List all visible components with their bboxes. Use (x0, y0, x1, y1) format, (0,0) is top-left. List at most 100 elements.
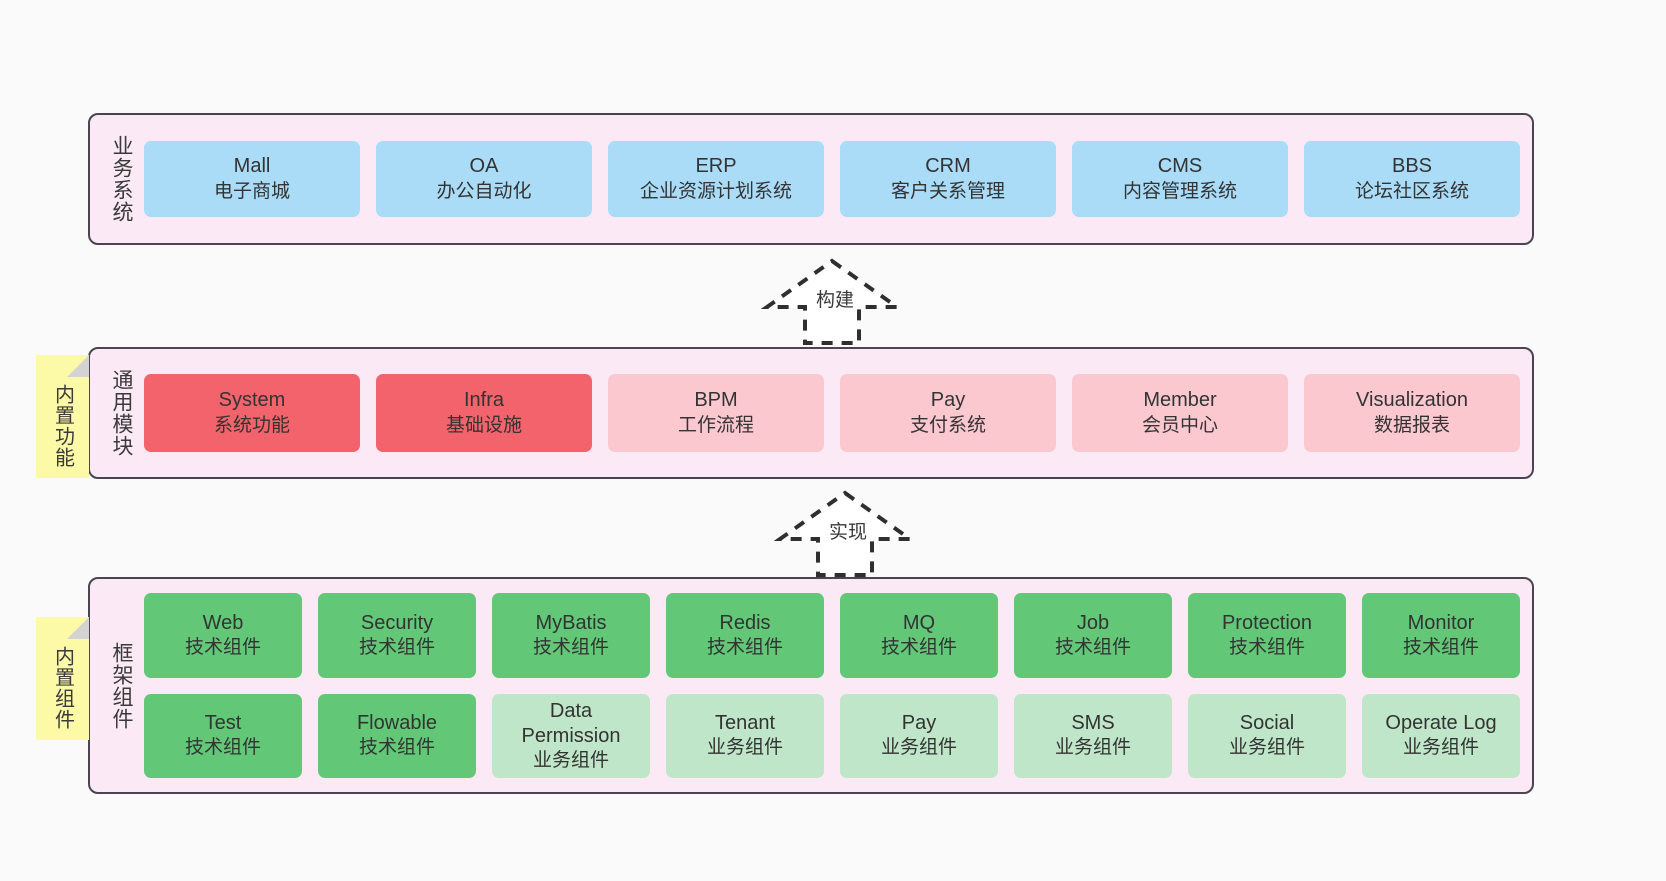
note-builtin-components: 内置组件 (36, 617, 89, 740)
card-member[interactable]: Member 会员中心 (1072, 374, 1288, 452)
card-visualization-cn: 数据报表 (1373, 414, 1450, 436)
card-bpm[interactable]: BPM 工作流程 (608, 374, 824, 452)
card-pay-module-cn: 支付系统 (909, 414, 986, 436)
layer-framework-components-body: Web 技术组件 Security 技术组件 MyBatis 技术组件 Redi… (138, 579, 1532, 792)
card-oa[interactable]: OA 办公自动化 (376, 141, 592, 217)
card-security-en: Security (360, 611, 434, 634)
card-erp-en: ERP (695, 155, 737, 178)
card-mq-en: MQ (902, 611, 936, 634)
card-redis-en: Redis (719, 611, 771, 634)
card-protection-cn: 技术组件 (1228, 636, 1305, 658)
card-mybatis-en: MyBatis (535, 611, 607, 634)
card-test-cn: 技术组件 (184, 737, 261, 759)
layer-business-systems[interactable]: 业务系统 Mall 电子商城 OA 办公自动化 ERP 企业资源计划系统 CRM… (88, 113, 1534, 245)
framework-row-tech: Web 技术组件 Security 技术组件 MyBatis 技术组件 Redi… (144, 593, 1520, 678)
card-bpm-en: BPM (694, 389, 738, 412)
arrow-implement: 实现 (770, 487, 920, 577)
card-bbs[interactable]: BBS 论坛社区系统 (1304, 141, 1520, 217)
note-fold-icon (67, 617, 89, 639)
card-redis[interactable]: Redis 技术组件 (666, 593, 824, 678)
card-infra-en: Infra (463, 389, 505, 412)
layer-common-modules[interactable]: 通用模块 System 系统功能 Infra 基础设施 BPM 工作流程 Pay… (88, 347, 1534, 479)
card-mall-en: Mall (233, 155, 271, 178)
layer-framework-components[interactable]: 框架组件 Web 技术组件 Security 技术组件 MyBatis 技术组件… (88, 577, 1534, 794)
layer-common-modules-body: System 系统功能 Infra 基础设施 BPM 工作流程 Pay 支付系统… (138, 349, 1532, 477)
card-erp-cn: 企业资源计划系统 (639, 180, 792, 202)
card-member-en: Member (1143, 389, 1217, 412)
card-visualization-en: Visualization (1356, 389, 1468, 412)
card-crm-en: CRM (925, 155, 971, 178)
business-row: Mall 电子商城 OA 办公自动化 ERP 企业资源计划系统 CRM 客户关系… (144, 141, 1520, 217)
card-operate-log-cn: 业务组件 (1402, 737, 1479, 759)
card-pay-module[interactable]: Pay 支付系统 (840, 374, 1056, 452)
card-job[interactable]: Job 技术组件 (1014, 593, 1172, 678)
note-builtin-features-text: 内置功能 (51, 383, 74, 468)
layer-business-systems-title: 业务系统 (110, 135, 133, 223)
card-pay-component-en: Pay (901, 712, 937, 735)
card-oa-cn: 办公自动化 (436, 180, 532, 202)
card-job-cn: 技术组件 (1054, 636, 1131, 658)
card-monitor-en: Monitor (1407, 611, 1475, 634)
common-row: System 系统功能 Infra 基础设施 BPM 工作流程 Pay 支付系统… (144, 374, 1520, 452)
card-social[interactable]: Social 业务组件 (1188, 693, 1346, 778)
card-visualization[interactable]: Visualization 数据报表 (1304, 374, 1520, 452)
card-flowable-cn: 技术组件 (358, 737, 435, 759)
card-web[interactable]: Web 技术组件 (144, 593, 302, 678)
note-builtin-features: 内置功能 (36, 355, 89, 478)
card-tenant-cn: 业务组件 (706, 737, 783, 759)
card-mall-cn: 电子商城 (213, 180, 290, 202)
card-system[interactable]: System 系统功能 (144, 374, 360, 452)
card-cms-cn: 内容管理系统 (1122, 180, 1237, 202)
card-test[interactable]: Test 技术组件 (144, 693, 302, 778)
card-redis-cn: 技术组件 (706, 636, 783, 658)
card-crm[interactable]: CRM 客户关系管理 (840, 141, 1056, 217)
card-member-cn: 会员中心 (1141, 414, 1218, 436)
card-crm-cn: 客户关系管理 (890, 180, 1005, 202)
card-flowable[interactable]: Flowable 技术组件 (318, 693, 476, 778)
card-erp[interactable]: ERP 企业资源计划系统 (608, 141, 824, 217)
card-pay-component[interactable]: Pay 业务组件 (840, 693, 998, 778)
card-system-en: System (218, 389, 286, 412)
card-mall[interactable]: Mall 电子商城 (144, 141, 360, 217)
card-tenant-en: Tenant (714, 712, 776, 735)
card-infra[interactable]: Infra 基础设施 (376, 374, 592, 452)
card-sms[interactable]: SMS 业务组件 (1014, 693, 1172, 778)
card-bpm-cn: 工作流程 (677, 414, 754, 436)
card-bbs-en: BBS (1391, 155, 1433, 178)
card-data-permission[interactable]: Data Permission 业务组件 (492, 693, 650, 778)
card-monitor-cn: 技术组件 (1402, 636, 1479, 658)
card-cms[interactable]: CMS 内容管理系统 (1072, 141, 1288, 217)
card-protection[interactable]: Protection 技术组件 (1188, 593, 1346, 678)
card-system-cn: 系统功能 (213, 414, 290, 436)
card-cms-en: CMS (1157, 155, 1203, 178)
card-social-en: Social (1239, 712, 1295, 735)
card-operate-log[interactable]: Operate Log 业务组件 (1362, 693, 1520, 778)
layer-common-modules-title: 通用模块 (110, 369, 133, 457)
card-bbs-cn: 论坛社区系统 (1354, 180, 1469, 202)
card-mq[interactable]: MQ 技术组件 (840, 593, 998, 678)
card-test-en: Test (204, 712, 242, 735)
card-sms-en: SMS (1071, 712, 1115, 735)
card-infra-cn: 基础设施 (445, 414, 522, 436)
layer-framework-components-title: 框架组件 (110, 641, 133, 730)
card-pay-module-en: Pay (930, 389, 966, 412)
card-web-en: Web (202, 611, 244, 634)
card-social-cn: 业务组件 (1228, 737, 1305, 759)
card-job-en: Job (1076, 611, 1110, 634)
card-security[interactable]: Security 技术组件 (318, 593, 476, 678)
card-tenant[interactable]: Tenant 业务组件 (666, 693, 824, 778)
card-pay-component-cn: 业务组件 (880, 737, 957, 759)
card-flowable-en: Flowable (356, 712, 438, 735)
arrow-build: 构建 (757, 255, 907, 345)
layer-business-systems-body: Mall 电子商城 OA 办公自动化 ERP 企业资源计划系统 CRM 客户关系… (138, 115, 1532, 243)
arrow-implement-svg (773, 490, 917, 577)
card-data-permission-cn: 业务组件 (532, 749, 609, 771)
card-monitor[interactable]: Monitor 技术组件 (1362, 593, 1520, 678)
card-mybatis[interactable]: MyBatis 技术组件 (492, 593, 650, 678)
card-operate-log-en: Operate Log (1385, 712, 1497, 735)
note-builtin-components-text: 内置组件 (51, 645, 74, 730)
card-web-cn: 技术组件 (184, 636, 261, 658)
framework-row-business: Test 技术组件 Flowable 技术组件 Data Permission … (144, 693, 1520, 778)
card-mybatis-cn: 技术组件 (532, 636, 609, 658)
